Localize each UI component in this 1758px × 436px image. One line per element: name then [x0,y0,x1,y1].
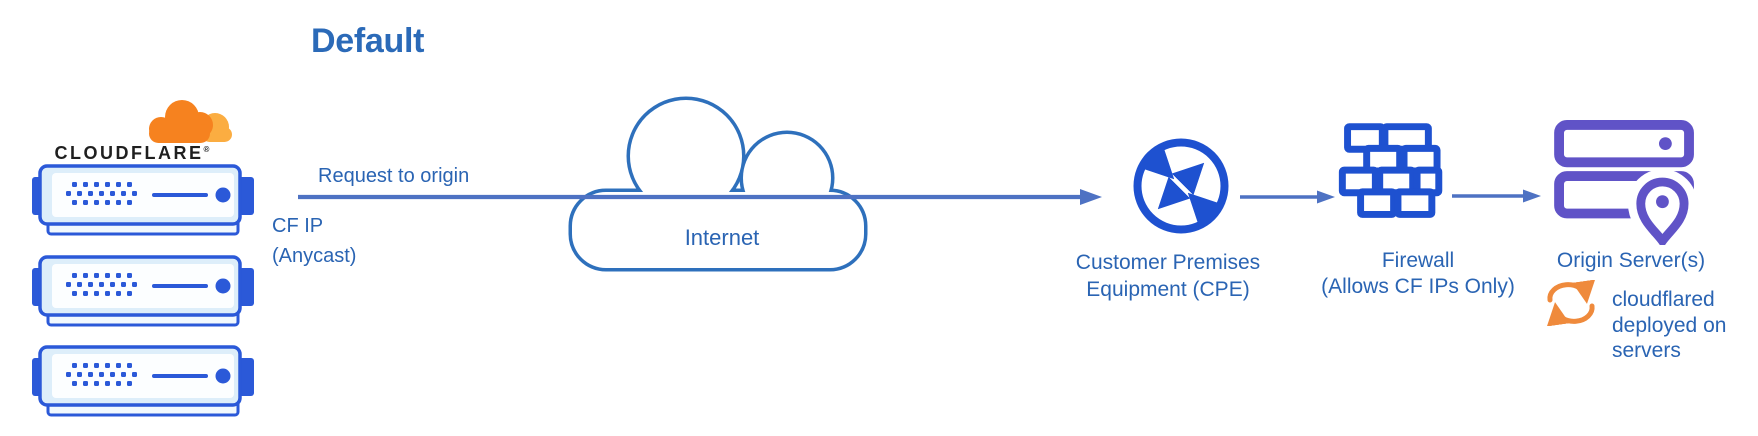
origin-servers-label: Origin Server(s) [1556,249,1706,272]
server-icon [32,345,254,417]
cloudflared-note-line1: cloudflared [1612,288,1715,311]
registered-mark: ® [203,145,210,154]
server-icon [32,164,254,236]
firewall-icon [1338,123,1443,218]
location-pin-icon [1636,177,1689,245]
origin-servers-icon [1554,119,1697,245]
cloudflared-note-line3: servers [1612,339,1681,362]
sync-icon [1546,280,1596,326]
cf-ip-line1: CF IP [272,215,324,237]
cloudflared-note-line2: deployed on [1612,313,1727,337]
cpe-to-firewall-arrow [1240,190,1335,204]
cpe-label-line1: Customer Premises [1075,251,1261,274]
request-flow-arrow [298,189,1102,205]
server-led-dots [66,182,137,205]
logo-main-cloud [149,100,213,143]
firewall-label-line1: Firewall [1381,249,1455,272]
cpe-label: Customer Premises Equipment (CPE) [1046,249,1290,303]
firewall-label-line2: (Allows CF IPs Only) [1321,275,1515,298]
cloudflared-note: cloudflared deployed on servers [1612,287,1726,364]
diagram-title: Default [311,22,425,60]
internet-label: Internet [684,225,760,250]
cloudflare-wordmark-text: CLOUDFLARE [54,143,204,163]
cloudflare-wordmark: CLOUDFLARE® [36,143,228,164]
cpe-label-line2: Equipment (CPE) [1086,278,1250,301]
server-led-dots [66,363,137,386]
cpe-router-icon [1133,138,1229,234]
firewall-label: Firewall (Allows CF IPs Only) [1287,248,1549,300]
cf-ip-anycast-label: CF IP (Anycast) [272,211,356,271]
server-led-dots [66,273,137,296]
cf-ip-line2: (Anycast) [272,245,357,267]
cloudflare-logo-cloud-icon [149,100,232,143]
server-icon [32,255,254,327]
internet-cloud-icon [568,96,868,272]
firewall-to-origin-arrow [1452,189,1541,203]
request-to-origin-label: Request to origin [318,165,470,187]
